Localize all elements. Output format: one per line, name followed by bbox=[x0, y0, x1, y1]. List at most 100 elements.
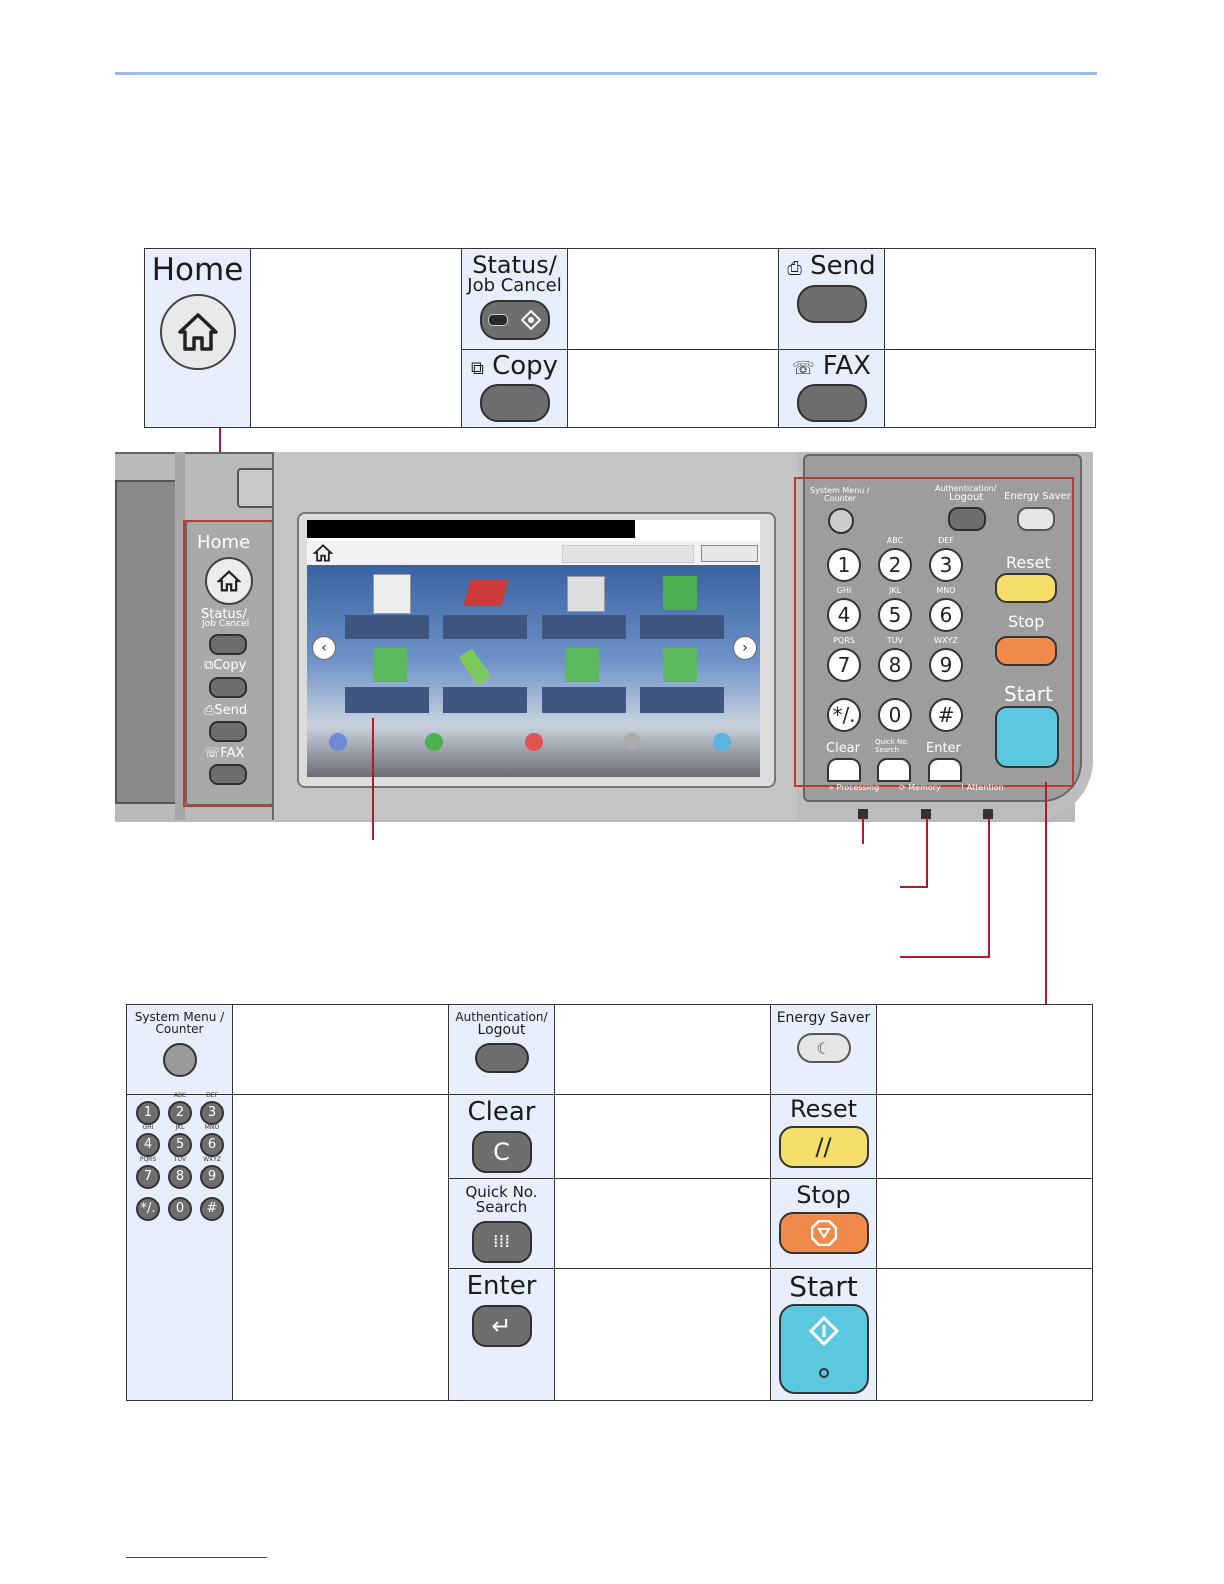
keypad-key-hash[interactable]: # bbox=[200, 1197, 224, 1221]
energy-saver-button[interactable]: ☾ bbox=[796, 1033, 851, 1063]
app-usb-icon[interactable] bbox=[458, 648, 492, 686]
enter-return-icon: ↵ bbox=[491, 1312, 512, 1340]
screen-home-icon[interactable] bbox=[313, 544, 333, 562]
panel-send-label: ⎙Send bbox=[204, 703, 248, 718]
touch-panel-screen[interactable]: ‹ › bbox=[307, 520, 760, 777]
app-job-box-icon[interactable] bbox=[663, 648, 697, 682]
keypad-key-3[interactable]: 3 bbox=[200, 1101, 224, 1125]
keypad-key-7[interactable]: 7 bbox=[136, 1165, 160, 1189]
app-fax-box-icon[interactable] bbox=[565, 648, 599, 682]
app-document-box-icon[interactable] bbox=[373, 648, 407, 682]
keypad-key-9[interactable]: 9 bbox=[929, 648, 963, 682]
panel-energy-saver-button[interactable] bbox=[1017, 507, 1055, 531]
keypad-key-7[interactable]: 7 bbox=[827, 648, 861, 682]
copy-button[interactable] bbox=[479, 384, 550, 422]
enter-key-cell: Enter ↵ bbox=[448, 1268, 555, 1401]
enter-button[interactable]: ↵ bbox=[471, 1305, 532, 1347]
taskbar-language-icon[interactable] bbox=[623, 733, 641, 751]
keypad-key-0[interactable]: 0 bbox=[878, 698, 912, 732]
taskbar-device-icon[interactable] bbox=[425, 733, 443, 751]
taskbar-error-icon[interactable] bbox=[525, 733, 543, 751]
quick-no-label: Quick No. bbox=[465, 1183, 538, 1201]
clear-key-cell: Clear C bbox=[448, 1094, 555, 1179]
panel-stop-button[interactable] bbox=[995, 636, 1057, 666]
keypad-key-2[interactable]: 2 bbox=[878, 548, 912, 582]
keypad-key-2[interactable]: 2 bbox=[168, 1101, 192, 1125]
keypad-key-1[interactable]: 1 bbox=[136, 1101, 160, 1125]
keypad-key-8[interactable]: 8 bbox=[878, 648, 912, 682]
stop-button[interactable] bbox=[778, 1212, 869, 1254]
keypad-key-5[interactable]: 5 bbox=[878, 598, 912, 632]
app-label-2 bbox=[443, 615, 527, 639]
panel-home-icon bbox=[217, 570, 241, 592]
panel-quick-search-button[interactable] bbox=[877, 758, 911, 782]
panel-system-menu-button[interactable] bbox=[828, 508, 854, 534]
app-label-6 bbox=[443, 687, 527, 713]
copy-desc-cell bbox=[567, 349, 779, 428]
keypad-letters-wxyz: WXYZ bbox=[203, 1156, 221, 1163]
keypad-key-3[interactable]: 3 bbox=[929, 548, 963, 582]
keypad-key-star[interactable]: */. bbox=[827, 698, 861, 732]
panel-reset-button[interactable] bbox=[995, 573, 1057, 603]
screen-next-arrow-icon[interactable]: › bbox=[733, 636, 757, 660]
processing-callout-line bbox=[862, 818, 864, 844]
processing-indicator-label: » Processing bbox=[829, 783, 880, 792]
app-fax-icon[interactable] bbox=[567, 576, 605, 612]
keypad-letters-pqrs: PQRS bbox=[139, 1156, 157, 1163]
right-key-highlight bbox=[794, 477, 1074, 787]
start-label: Start bbox=[789, 1270, 858, 1303]
quick-search-button[interactable]: ⁞⁞⁞ bbox=[471, 1221, 532, 1263]
panel-logout-label: Logout bbox=[949, 492, 984, 503]
keypad-key-1[interactable]: 1 bbox=[827, 548, 861, 582]
keypad-key-0[interactable]: 0 bbox=[168, 1197, 192, 1221]
keypad-key-hash[interactable]: # bbox=[929, 698, 963, 732]
clear-button[interactable]: C bbox=[471, 1131, 532, 1173]
keypad-key-8[interactable]: 8 bbox=[168, 1165, 192, 1189]
keypad-letters-tuv: TUV bbox=[173, 1156, 187, 1163]
send-key-cell: ⎙ Send bbox=[778, 248, 885, 350]
panel-status-button[interactable] bbox=[209, 634, 247, 655]
app-copy-icon[interactable] bbox=[373, 574, 411, 614]
panel-enter-button[interactable] bbox=[928, 758, 962, 782]
screen-prev-arrow-icon[interactable]: ‹ bbox=[312, 636, 336, 660]
panel-fax-button[interactable] bbox=[209, 764, 247, 785]
taskbar-status-icon[interactable] bbox=[329, 733, 347, 751]
panel-auth-button[interactable] bbox=[948, 507, 986, 531]
panel-home-button[interactable] bbox=[205, 557, 253, 605]
keypad-key-star[interactable]: */. bbox=[136, 1197, 160, 1221]
energy-saver-key-cell: Energy Saver ☾ bbox=[770, 1004, 877, 1095]
screen-user-field[interactable] bbox=[562, 545, 694, 563]
keypad-key-4[interactable]: 4 bbox=[827, 598, 861, 632]
taskbar-help-icon[interactable] bbox=[713, 733, 731, 751]
panel-clear-button[interactable] bbox=[827, 758, 861, 782]
keypad-key-6[interactable]: 6 bbox=[929, 598, 963, 632]
panel-counter-label: Counter bbox=[824, 494, 856, 503]
home-button[interactable] bbox=[159, 294, 236, 370]
status-job-cancel-button[interactable] bbox=[479, 300, 550, 340]
panel-copy-button[interactable] bbox=[209, 677, 247, 698]
auth-logout-button[interactable] bbox=[474, 1043, 529, 1073]
keypad-key-4[interactable]: 4 bbox=[136, 1133, 160, 1157]
send-button[interactable] bbox=[796, 285, 867, 323]
panel-tab bbox=[237, 468, 275, 508]
keypad-key-5[interactable]: 5 bbox=[168, 1133, 192, 1157]
keypad-key-9[interactable]: 9 bbox=[200, 1165, 224, 1189]
footer-rule bbox=[126, 1557, 267, 1558]
attention-callout-horizontal bbox=[900, 956, 990, 958]
panel-send-button[interactable] bbox=[209, 721, 247, 742]
reset-button[interactable]: // bbox=[778, 1126, 869, 1168]
fax-button[interactable] bbox=[796, 384, 867, 422]
app-box-icon[interactable] bbox=[663, 576, 697, 610]
panel-start-button[interactable] bbox=[995, 706, 1059, 768]
system-menu-button[interactable] bbox=[162, 1043, 197, 1077]
touch-panel-callout-line bbox=[372, 718, 374, 840]
panel-clear-label: Clear bbox=[826, 741, 860, 756]
app-send-icon[interactable] bbox=[463, 580, 509, 606]
attention-callout-vertical bbox=[988, 818, 990, 958]
start-button[interactable] bbox=[778, 1304, 869, 1394]
keypad-letters-mno: MNO bbox=[936, 586, 956, 595]
screen-toolbar-button[interactable] bbox=[701, 545, 758, 562]
panel-stop-label: Stop bbox=[1008, 612, 1045, 631]
keypad-letters-abc: ABC bbox=[173, 1092, 187, 1099]
keypad-key-6[interactable]: 6 bbox=[200, 1133, 224, 1157]
